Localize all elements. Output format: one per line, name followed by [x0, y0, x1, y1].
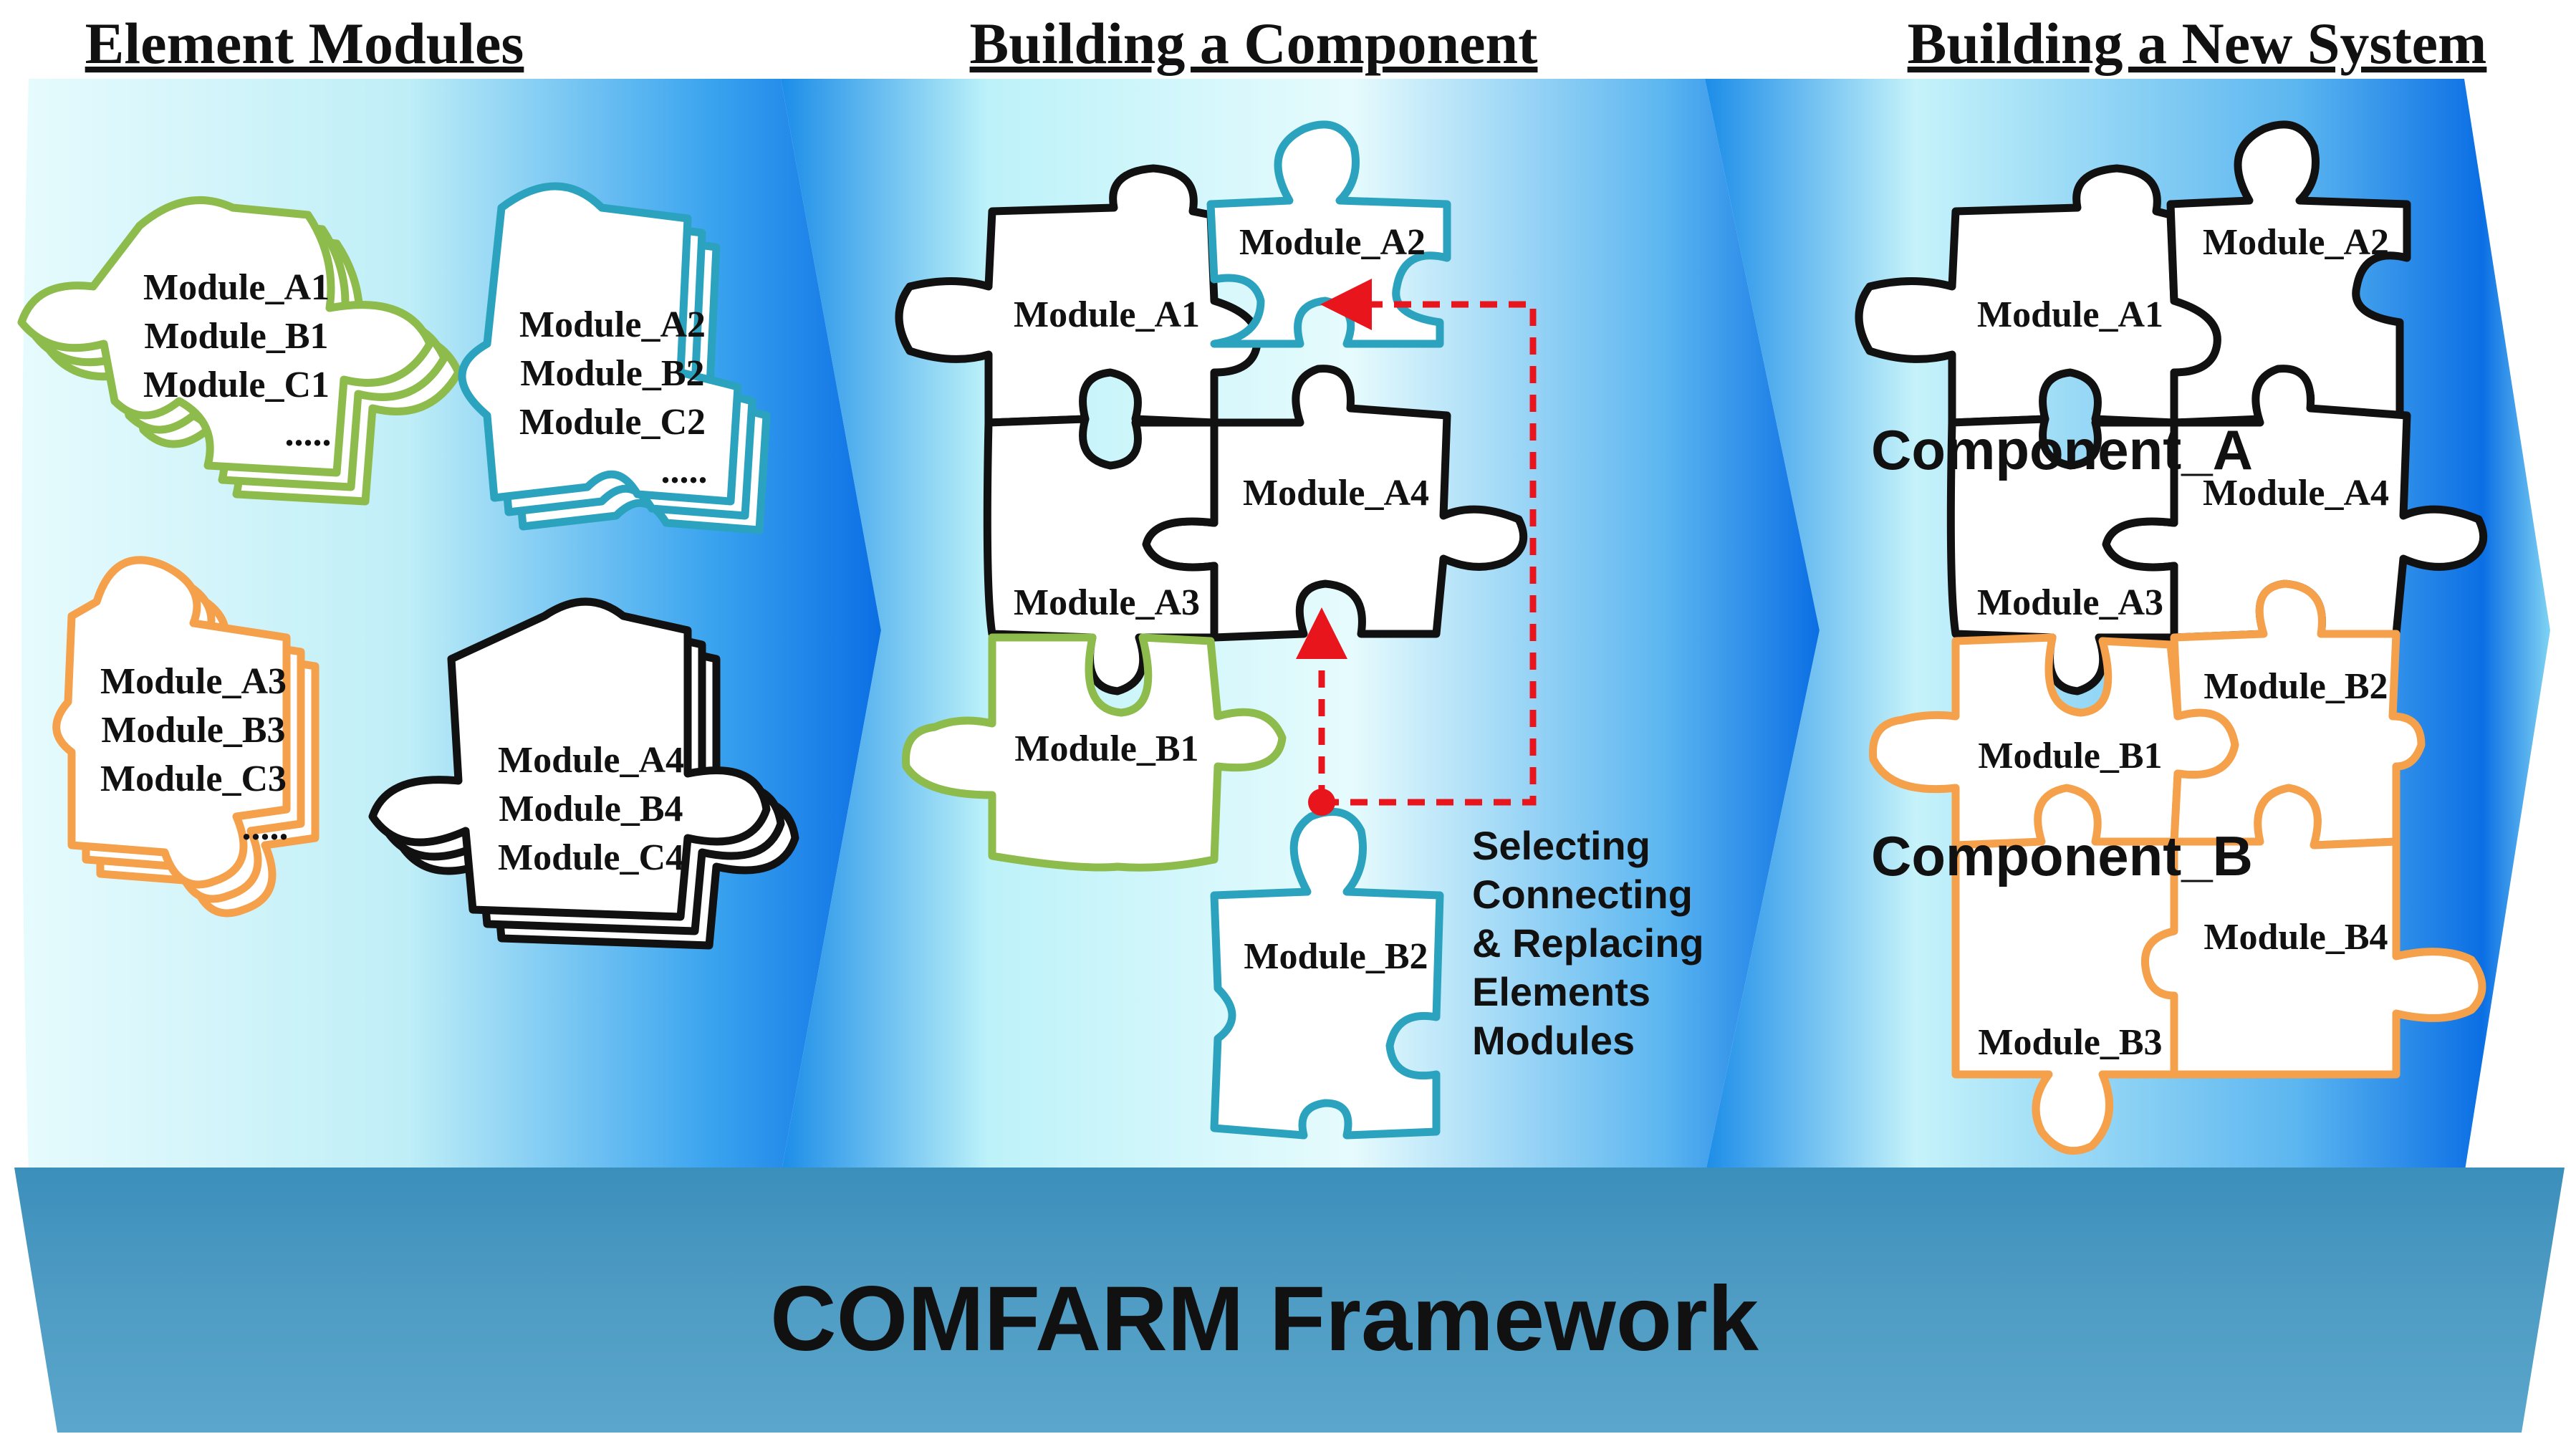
green-stack-label-2: Module_B1	[144, 316, 328, 357]
system-label-b4: Module_B4	[2203, 917, 2388, 958]
section-title-element-modules: Element Modules	[85, 11, 524, 76]
footer-band	[14, 1168, 2565, 1433]
component-label-a2: Module_A2	[1239, 222, 1426, 263]
component-note-5: Modules	[1472, 1018, 1635, 1063]
system-assembly: Module_A1 Module_A2 Module_A4 Module_A3 …	[1855, 120, 2488, 1155]
black-stack-label-4: .....	[640, 886, 686, 927]
green-stack-label-3: Module_C1	[143, 365, 330, 405]
component-label-a3: Module_A3	[1014, 582, 1200, 623]
orange-stack-label-4: .....	[242, 807, 289, 848]
component-b-label: Component_B	[1871, 824, 2253, 887]
component-a-label: Component_A	[1871, 418, 2253, 481]
system-label-b1: Module_B1	[1978, 736, 2162, 776]
orange-module-stack: Module_A3 Module_B3 Module_C3 .....	[52, 556, 319, 918]
section-title-building-component: Building a Component	[970, 11, 1538, 76]
system-label-a1: Module_A1	[1977, 294, 2163, 335]
component-label-b1: Module_B1	[1014, 728, 1198, 769]
component-label-b2: Module_B2	[1244, 936, 1428, 977]
system-label-a3: Module_A3	[1977, 582, 2163, 623]
system-label-a2: Module_A2	[2203, 222, 2389, 263]
component-note-4: Elements	[1472, 969, 1650, 1014]
green-module-stack: Module_A1 Module_B1 Module_C1 .....	[17, 196, 463, 506]
black-stack-label-1: Module_A4	[498, 740, 684, 781]
black-module-stack: Module_A4 Module_B4 Module_C4 .....	[368, 597, 799, 950]
component-label-a1: Module_A1	[1014, 294, 1200, 335]
teal-stack-label-2: Module_B2	[520, 353, 704, 394]
component-note-1: Selecting	[1472, 823, 1650, 868]
component-note-2: Connecting	[1472, 872, 1693, 917]
teal-stack-label-3: Module_C2	[519, 402, 706, 443]
replace-arrow-loop	[1320, 279, 1537, 806]
green-stack-label-4: .....	[285, 413, 332, 454]
black-stack-label-3: Module_C4	[498, 837, 684, 878]
section-title-new-system: Building a New System	[1908, 11, 2487, 76]
orange-stack-label-3: Module_C3	[100, 759, 287, 799]
black-stack-label-2: Module_B4	[499, 789, 683, 829]
footer-title: COMFARM Framework	[770, 1268, 1759, 1370]
orange-stack-label-2: Module_B3	[101, 710, 285, 751]
system-label-b3: Module_B3	[1978, 1022, 2162, 1063]
system-label-a4: Module_A4	[2203, 473, 2389, 514]
component-assembly: Module_A1 Module_A2 Module_A4 Module_A3 …	[895, 120, 1704, 1140]
component-label-a4: Module_A4	[1243, 473, 1429, 514]
replace-arrow-origin	[1308, 789, 1335, 816]
orange-stack-label-1: Module_A3	[100, 661, 287, 702]
teal-module-stack: Module_A2 Module_B2 Module_C2 .....	[458, 182, 771, 534]
teal-stack-label-1: Module_A2	[519, 304, 706, 345]
component-note-3: & Replacing	[1472, 920, 1704, 966]
system-label-b2: Module_B2	[2203, 666, 2388, 707]
teal-stack-label-4: .....	[661, 451, 708, 491]
green-stack-label-1: Module_A1	[143, 267, 330, 308]
